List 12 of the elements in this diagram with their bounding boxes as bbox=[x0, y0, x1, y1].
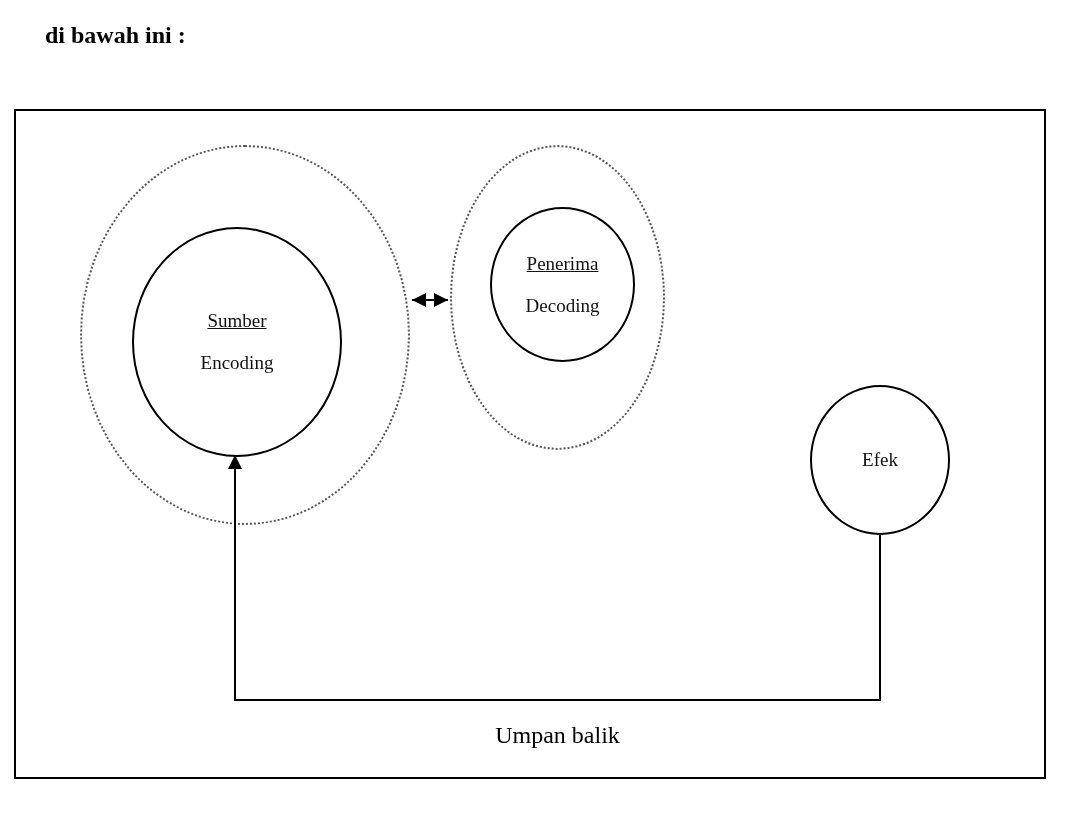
node-heading: Sumber bbox=[207, 310, 267, 332]
heading-text: di bawah ini : bbox=[45, 22, 186, 49]
node-text: Decoding bbox=[525, 294, 600, 317]
dotted-circle bbox=[450, 145, 665, 450]
dotted-circle bbox=[80, 145, 410, 525]
edge-label: Umpan balik bbox=[494, 722, 621, 749]
circle-node bbox=[810, 385, 950, 535]
node-text: Efek bbox=[862, 449, 898, 471]
circle-node bbox=[132, 227, 342, 457]
node-text: Encoding bbox=[200, 352, 274, 374]
node-heading: Penerima bbox=[526, 252, 599, 275]
circle-node bbox=[490, 207, 635, 362]
